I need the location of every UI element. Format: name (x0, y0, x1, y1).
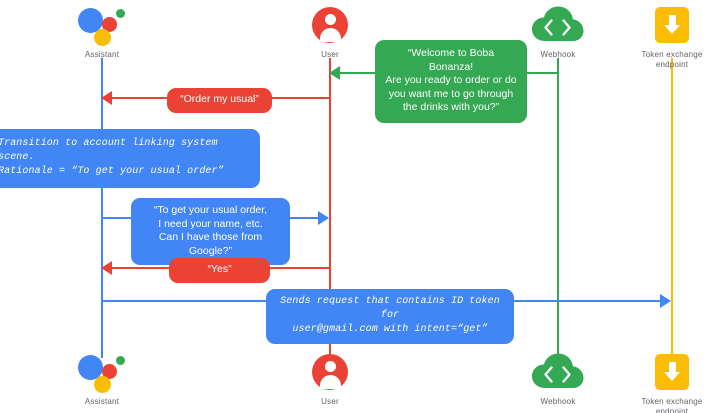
actor-label-assistant-top: Assistant (84, 50, 120, 59)
assistant-dot-green (116, 356, 125, 365)
assistant-dot-blue (78, 355, 103, 380)
actor-assistant-bottom: Assistant (42, 351, 162, 407)
assistant-dot-red (102, 364, 117, 379)
arrowhead-order-my-usual (101, 91, 112, 105)
download-box-icon (655, 354, 689, 390)
download-arrow-stem (668, 15, 676, 26)
google-assistant-icon (76, 351, 128, 393)
webhook-icon-wrap-bottom (498, 351, 618, 393)
cloud-code-icon (532, 6, 584, 44)
actor-label-token-top: Token exchange endpoint (641, 50, 703, 69)
message-note-sends-request: Sends request that contains ID token for… (266, 289, 514, 344)
arrowhead-sends-request (660, 294, 671, 308)
actor-webhook-top: Webhook (498, 4, 618, 60)
arrowhead-ask-for-name (318, 211, 329, 225)
assistant-dot-yellow (94, 376, 111, 393)
lifeline-token (671, 58, 673, 358)
actor-label-user-bottom: User (321, 397, 339, 406)
user-head-shape (324, 14, 336, 25)
actor-user-top: User (270, 4, 390, 60)
assistant-icon-wrap (42, 4, 162, 46)
assistant-dot-blue (78, 8, 103, 33)
assistant-icon-wrap-bottom (42, 351, 162, 393)
message-bubble-ask-for-name: “To get your usual order, I need your na… (131, 198, 290, 265)
download-arrow-head (663, 25, 680, 34)
cloud-code-icon (532, 353, 584, 391)
actor-token-top: Token exchange endpoint (612, 4, 725, 70)
user-body-shape (319, 375, 341, 389)
download-arrow-head (663, 372, 680, 381)
token-icon-wrap-bottom (612, 351, 725, 393)
arrowhead-yes (101, 261, 112, 275)
message-bubble-yes: “Yes” (169, 258, 270, 283)
actor-label-token-bottom: Token exchange endpoint (641, 397, 703, 413)
actor-token-bottom: Token exchange endpoint (612, 351, 725, 413)
assistant-dot-yellow (94, 29, 111, 46)
message-bubble-welcome: “Welcome to Boba Bonanza! Are you ready … (375, 40, 527, 123)
user-head-shape (324, 361, 336, 372)
download-arrow-stem (668, 362, 676, 373)
actor-user-bottom: User (270, 351, 390, 407)
user-icon-wrap (270, 4, 390, 46)
user-icon-wrap-bottom (270, 351, 390, 393)
user-body-shape (319, 28, 341, 42)
lifeline-webhook (557, 58, 559, 358)
actor-webhook-bottom: Webhook (498, 351, 618, 407)
message-bubble-order-my-usual: “Order my usual” (167, 88, 272, 113)
actor-label-webhook-bottom: Webhook (540, 397, 576, 406)
google-assistant-icon (76, 4, 128, 46)
assistant-dot-red (102, 17, 117, 32)
actor-label-webhook-top: Webhook (540, 50, 576, 59)
user-person-icon (312, 354, 348, 390)
assistant-dot-green (116, 9, 125, 18)
message-note-transition: Transition to account linking system sce… (0, 129, 260, 188)
webhook-icon-wrap (498, 4, 618, 46)
arrowhead-welcome (329, 66, 340, 80)
download-box-icon (655, 7, 689, 43)
actor-assistant-top: Assistant (42, 4, 162, 60)
lifeline-user (329, 58, 331, 358)
actor-label-assistant-bottom: Assistant (84, 397, 120, 406)
actor-label-user-top: User (321, 50, 339, 59)
token-icon-wrap (612, 4, 725, 46)
user-person-icon (312, 7, 348, 43)
lifeline-assistant (101, 58, 103, 358)
